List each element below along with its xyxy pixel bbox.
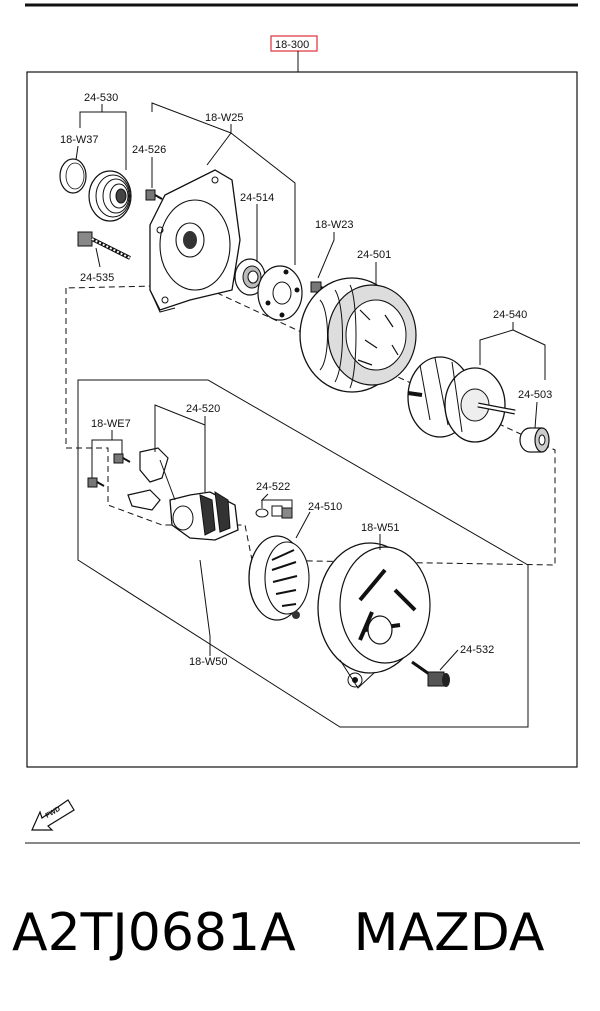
label-18-we7: 18-WE7 (91, 418, 131, 430)
brush-24-522 (255, 505, 293, 519)
retainer-plate (257, 265, 303, 321)
label-18-w50: 18-W50 (189, 656, 228, 668)
stator-24-501 (299, 277, 417, 393)
diagram-frame (26, 71, 578, 768)
part-labels: 24-530 18-W37 24-526 18-W25 24-514 24-53… (60, 92, 552, 668)
label-24-532: 24-532 (460, 644, 494, 656)
label-24-540: 24-540 (493, 309, 527, 321)
label-24-520: 24-520 (186, 403, 220, 415)
header-ref-label: 18-300 (275, 39, 309, 51)
bolt-24-535 (77, 231, 131, 260)
front-bracket-18-w25 (149, 169, 241, 313)
label-24-503: 24-503 (518, 389, 552, 401)
terminal-24-532 (411, 660, 450, 687)
label-24-501: 24-501 (357, 249, 391, 261)
rectifier-24-510 (248, 535, 310, 621)
label-18-w37: 18-W37 (60, 134, 99, 146)
label-24-522: 24-522 (256, 481, 290, 493)
label-24-514: 24-514 (240, 192, 274, 204)
label-24-530: 24-530 (84, 92, 118, 104)
leader-lines (75, 102, 546, 671)
rotor-24-540 (407, 356, 516, 443)
fwd-arrow-icon: FWD (31, 799, 75, 831)
header-ref-box (270, 35, 318, 52)
label-24-535: 24-535 (80, 272, 114, 284)
caption-brand: MAZDA (353, 903, 545, 963)
cap-18-w37 (59, 158, 87, 194)
screws-18-we7 (87, 453, 131, 488)
rear-bracket-18-w51 (317, 542, 431, 689)
caption: A2TJ0681A MAZDA (0, 888, 600, 978)
screw-24-526 (145, 189, 163, 201)
regulator-24-520 (127, 447, 239, 541)
pulley-24-530 (88, 170, 132, 222)
label-24-510: 24-510 (308, 501, 342, 513)
bearing-24-503 (519, 427, 550, 453)
label-18-w51: 18-W51 (361, 522, 400, 534)
caption-part-number: A2TJ0681A (12, 903, 296, 963)
label-24-526: 24-526 (132, 144, 166, 156)
rear-group-outline (77, 379, 529, 728)
label-18-w25: 18-W25 (205, 112, 244, 124)
label-18-w23: 18-W23 (315, 219, 354, 231)
